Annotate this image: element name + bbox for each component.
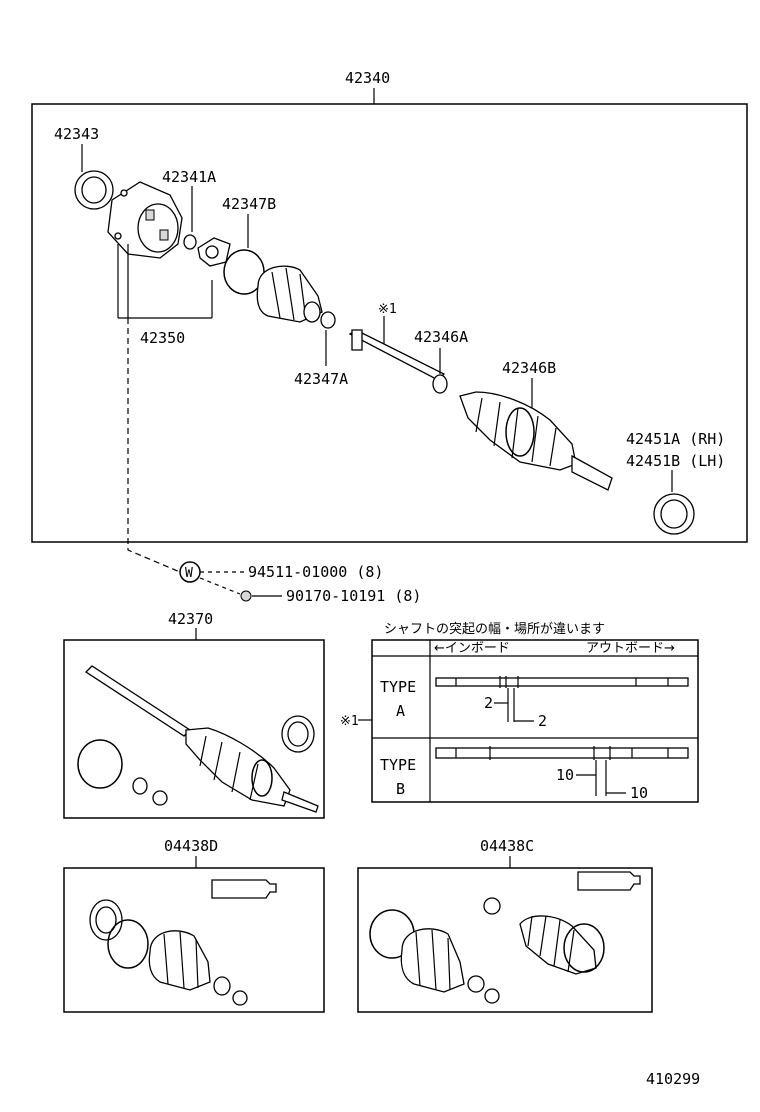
shaft-types-table xyxy=(371,639,699,803)
header-inboard[interactable]: ←インボード xyxy=(434,641,510,656)
shaft-type-b xyxy=(435,746,689,796)
type-a-dim-1[interactable]: 2 xyxy=(484,694,493,712)
part-42341a-snap-ring xyxy=(183,234,197,250)
label-42347a[interactable]: 42347A xyxy=(294,370,348,388)
label-42451b[interactable]: 42451B (LH) xyxy=(626,452,725,470)
dashed-leader xyxy=(127,318,181,573)
box-42370 xyxy=(63,639,325,819)
shaft-types-title[interactable]: シャフトの突起の幅・場所が違います xyxy=(384,621,605,637)
part-42347a-clamp xyxy=(320,311,336,329)
type-a-label-1[interactable]: TYPE xyxy=(380,678,416,696)
label-note-ref-1[interactable]: ※1 xyxy=(378,302,397,317)
label-42343[interactable]: 42343 xyxy=(54,125,99,143)
type-a-dim-2[interactable]: 2 xyxy=(538,712,547,730)
part-42370-snap-ring-2 xyxy=(152,790,168,806)
part-42346a-clamp xyxy=(432,374,448,394)
label-42350[interactable]: 42350 xyxy=(140,329,185,347)
type-b-label-2[interactable]: B xyxy=(396,780,405,798)
part-04438c-clamp-small-1 xyxy=(467,975,485,993)
label-90170[interactable]: 90170-10191 (8) xyxy=(286,587,421,605)
washer-symbol: W xyxy=(179,561,201,583)
part-outer-race-housing xyxy=(107,181,183,259)
bolt-symbol xyxy=(240,590,252,602)
part-04438d-clamp-large xyxy=(107,919,149,969)
part-42370-seal xyxy=(281,715,315,753)
label-note-ref-2[interactable]: ※1 xyxy=(340,714,359,729)
part-04438d-snap-ring xyxy=(232,990,248,1006)
part-04438c-outboard-boot xyxy=(519,915,597,975)
part-04438c-grease-tube xyxy=(577,871,641,891)
part-42451-seal xyxy=(653,493,695,535)
part-04438d-seal xyxy=(89,899,123,941)
label-42340[interactable]: 42340 xyxy=(345,69,390,87)
label-42347b[interactable]: 42347B xyxy=(222,195,276,213)
label-42451a[interactable]: 42451A (RH) xyxy=(626,430,725,448)
shaft-type-a xyxy=(435,676,689,722)
part-42370-snap-ring-1 xyxy=(132,777,148,795)
label-42346b[interactable]: 42346B xyxy=(502,359,556,377)
part-04438d-clamp-small xyxy=(213,976,231,996)
part-drive-shaft xyxy=(348,329,446,381)
label-94511[interactable]: 94511-01000 (8) xyxy=(248,563,383,581)
label-42346a[interactable]: 42346A xyxy=(414,328,468,346)
part-04438d-grease-tube xyxy=(211,879,277,899)
part-04438c-inboard-boot xyxy=(400,928,465,993)
assembly-frame xyxy=(31,103,748,543)
part-inboard-boot xyxy=(256,265,323,323)
header-outboard[interactable]: アウトボード→ xyxy=(586,641,675,656)
label-42370[interactable]: 42370 xyxy=(168,610,213,628)
part-tripod-joint xyxy=(197,237,231,267)
type-a-label-2[interactable]: A xyxy=(396,702,405,720)
part-04438c-clamp-right xyxy=(563,923,605,973)
box-04438c xyxy=(357,867,653,1013)
part-04438c-clamp-top xyxy=(483,897,501,915)
part-42343-seal xyxy=(74,170,114,210)
part-outboard-stub-shaft xyxy=(571,454,613,491)
box-04438d xyxy=(63,867,325,1013)
part-42370-clamp xyxy=(77,739,123,789)
label-04438d[interactable]: 04438D xyxy=(164,837,218,855)
type-b-label-1[interactable]: TYPE xyxy=(380,756,416,774)
label-42341a[interactable]: 42341A xyxy=(162,168,216,186)
type-b-dim-2[interactable]: 10 xyxy=(630,784,648,802)
part-04438d-boot xyxy=(148,930,211,991)
part-04438c-clamp-small-2 xyxy=(484,988,500,1004)
label-04438c[interactable]: 04438C xyxy=(480,837,534,855)
part-outboard-boot xyxy=(459,391,577,471)
type-b-dim-1[interactable]: 10 xyxy=(556,766,574,784)
part-42370-shaft-assembly xyxy=(84,665,319,813)
washer-symbol-label: W xyxy=(185,566,193,581)
diagram-code[interactable]: 410299 xyxy=(646,1070,700,1088)
